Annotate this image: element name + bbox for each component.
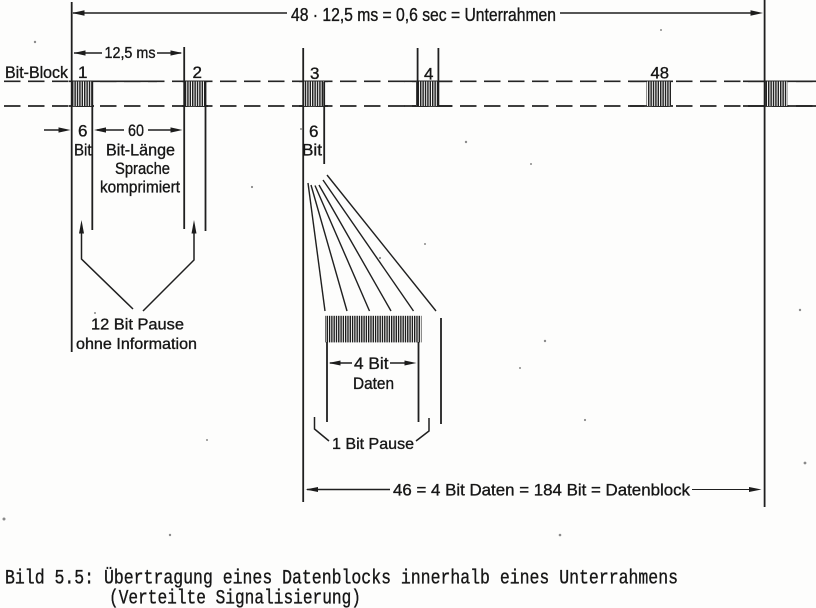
svg-text:ohne Information: ohne Information bbox=[76, 336, 197, 353]
svg-text:Bit-Block: Bit-Block bbox=[5, 63, 68, 82]
svg-text:6: 6 bbox=[78, 122, 87, 141]
svg-text:12 Bit Pause: 12 Bit Pause bbox=[91, 317, 184, 334]
svg-text:Bild 5.5: Übertragung eines Da: Bild 5.5: Übertragung eines Datenblocks … bbox=[5, 567, 678, 591]
svg-text:46 = 4 Bit Daten = 184 Bit = D: 46 = 4 Bit Daten = 184 Bit = Datenblock bbox=[393, 481, 690, 500]
svg-text:12,5 ms: 12,5 ms bbox=[105, 45, 156, 62]
svg-text:60: 60 bbox=[128, 121, 144, 140]
svg-text:Bit: Bit bbox=[302, 142, 322, 160]
svg-text:Bit-Länge: Bit-Länge bbox=[106, 142, 175, 160]
svg-text:48 · 12,5 ms = 0,6 sec = Unter: 48 · 12,5 ms = 0,6 sec = Unterrahmen bbox=[291, 5, 556, 25]
svg-text:1: 1 bbox=[78, 63, 87, 82]
svg-text:3: 3 bbox=[310, 64, 319, 83]
svg-text:Sprache: Sprache bbox=[115, 160, 170, 178]
svg-text:4: 4 bbox=[424, 65, 433, 84]
svg-text:Daten: Daten bbox=[353, 375, 394, 393]
svg-text:6: 6 bbox=[309, 122, 318, 141]
svg-text:4 Bit: 4 Bit bbox=[354, 355, 389, 373]
svg-text:komprimiert: komprimiert bbox=[100, 179, 180, 197]
svg-text:Bit: Bit bbox=[74, 142, 92, 160]
svg-text:1 Bit Pause: 1 Bit Pause bbox=[332, 436, 414, 453]
svg-text:(Verteilte Signalisierung): (Verteilte Signalisierung) bbox=[109, 588, 361, 608]
svg-text:2: 2 bbox=[193, 63, 202, 82]
svg-text:48: 48 bbox=[651, 64, 670, 83]
